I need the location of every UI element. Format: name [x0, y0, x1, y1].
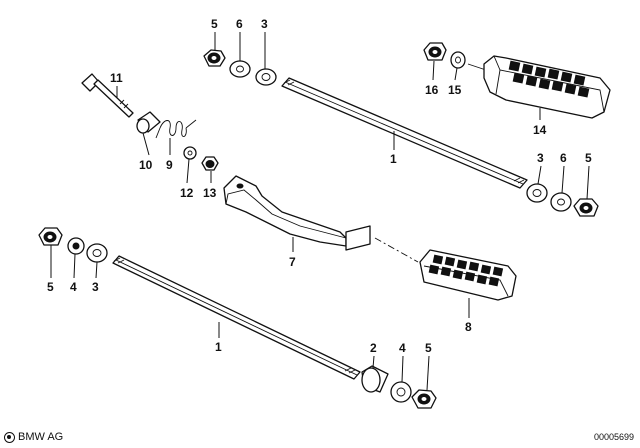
- footpeg-washer: [450, 51, 466, 69]
- callout-12: 12: [180, 186, 194, 200]
- bottom-nut: [411, 389, 437, 409]
- callout-4-left: 4: [70, 280, 77, 294]
- callout-1-top: 1: [390, 152, 397, 166]
- callout-1-bottom: 1: [215, 340, 222, 354]
- callout-3-left: 3: [92, 280, 99, 294]
- top-washer-6: [229, 60, 251, 78]
- footpeg-nut: [423, 42, 447, 61]
- callout-5-left: 5: [47, 280, 54, 294]
- pedal-lever: [223, 175, 371, 251]
- callout-11: 11: [110, 71, 123, 85]
- brand-text: BMW AG: [18, 431, 64, 443]
- brand-footer: BMW AG: [4, 431, 63, 443]
- callout-15: 15: [448, 83, 462, 97]
- callout-3-top: 3: [261, 17, 268, 31]
- callout-16: 16: [425, 83, 439, 97]
- lower-footpeg-rod: [112, 255, 361, 380]
- callout-6-right: 6: [560, 151, 567, 165]
- small-washer: [183, 146, 197, 160]
- spacer-sleeve: [361, 365, 389, 393]
- right-washer-3: [526, 183, 548, 203]
- bottom-washer-4: [390, 381, 412, 403]
- bushing: [136, 111, 161, 134]
- left-nut: [38, 227, 63, 246]
- callout-5-bottom: 5: [425, 341, 432, 355]
- right-washer-6: [550, 192, 572, 212]
- callout-3-right: 3: [537, 151, 544, 165]
- callout-4-right: 4: [399, 341, 406, 355]
- top-washer-3: [255, 68, 277, 86]
- callout-8: 8: [465, 320, 472, 334]
- callout-13: 13: [203, 186, 217, 200]
- top-nut: [203, 49, 226, 67]
- left-washer-3: [86, 243, 108, 263]
- callout-7: 7: [289, 255, 296, 269]
- document-id: 00005699: [593, 432, 634, 442]
- torsion-spring: [155, 119, 197, 139]
- footrest-rubber: [419, 249, 517, 301]
- callout-9: 9: [166, 158, 173, 172]
- bolt: [81, 73, 134, 118]
- callout-10: 10: [139, 158, 153, 172]
- callout-2: 2: [370, 341, 377, 355]
- callout-6-top: 6: [236, 17, 243, 31]
- upper-footpeg-rod: [281, 77, 528, 189]
- footpeg: [467, 55, 611, 119]
- bmw-logo-icon: [4, 431, 15, 443]
- callout-5-top: 5: [211, 17, 218, 31]
- callout-5-right: 5: [585, 151, 592, 165]
- alignment-line: [374, 237, 419, 263]
- left-washer-4: [67, 237, 85, 255]
- right-nut: [573, 198, 599, 217]
- callout-14: 14: [533, 123, 547, 137]
- leader-lines: [50, 32, 590, 391]
- small-nut: [201, 156, 219, 171]
- parts-diagram: 5 6 3 1 3 6 5 11 10 9 12 13 16 15 14 7 8…: [38, 17, 611, 409]
